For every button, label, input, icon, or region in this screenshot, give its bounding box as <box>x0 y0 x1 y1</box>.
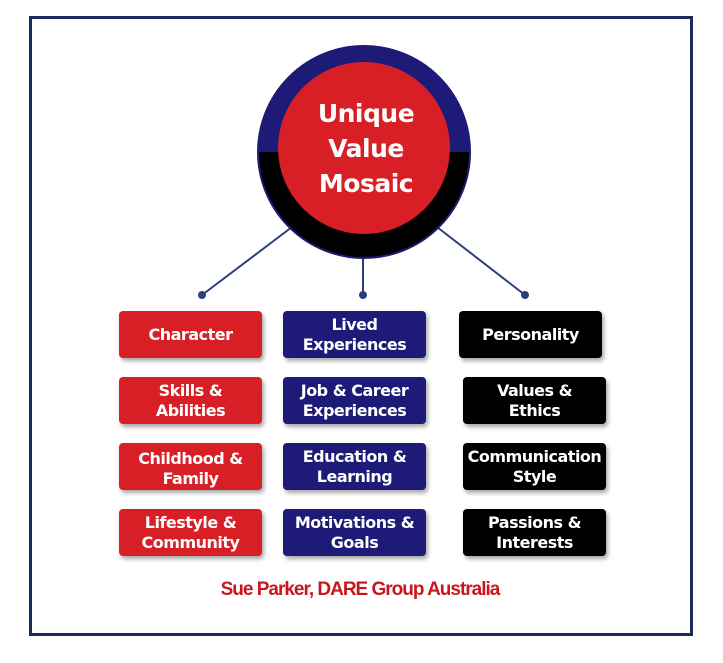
box-passions-interests: Passions & Interests <box>463 509 606 556</box>
box-lifestyle-community: Lifestyle & Community <box>119 509 262 556</box>
hub-title: Unique Value Mosaic <box>317 99 415 198</box>
box-childhood-family: Childhood & Family <box>119 443 262 490</box>
hub-ring-outline <box>257 45 471 259</box>
connector-middle-dot <box>359 291 367 299</box>
box-communication-style: Communication Style <box>463 443 606 490</box>
connector-left-dot <box>198 291 206 299</box>
box-character: Character <box>119 311 262 358</box>
box-lived-experiences: Lived Experiences <box>283 311 426 358</box>
connector-right-dot <box>521 291 529 299</box>
credit-text: Sue Parker, DARE Group Australia <box>220 579 501 600</box>
hub-core <box>278 62 450 234</box>
box-job-career: Job & Career Experiences <box>283 377 426 424</box>
connector-left <box>201 226 293 296</box>
box-skills-abilities: Skills & Abilities <box>119 377 262 424</box>
box-education-learning: Education & Learning <box>283 443 426 490</box>
box-personality: Personality <box>459 311 602 358</box>
box-values-ethics: Values & Ethics <box>463 377 606 424</box>
box-motivations-goals: Motivations & Goals <box>283 509 426 556</box>
connector-right <box>436 226 526 296</box>
